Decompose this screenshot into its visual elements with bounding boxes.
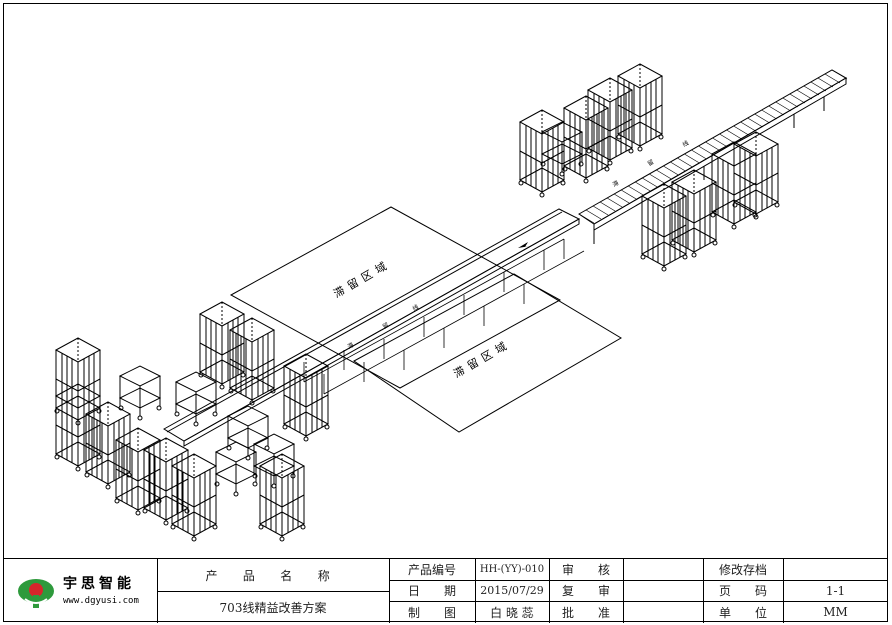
stagnation-zone-lower-label: 滞留区域 [451, 337, 513, 380]
conveyor-roller [796, 89, 813, 100]
page-label: 页 码 [718, 584, 767, 598]
title-block: 宇思智能 www.dgyusi.com 产 品 名 称 703线精益改善方案 产… [3, 558, 888, 623]
conveyor-roller [656, 169, 672, 180]
conveyor-roller [740, 121, 756, 132]
conveyor-roller [606, 197, 623, 208]
flow-arrow [518, 242, 530, 248]
conveyor-roller [599, 201, 616, 212]
conveyor-roller [810, 81, 827, 92]
conveyor-roller [663, 165, 679, 176]
approve-label: 批 准 [561, 605, 610, 620]
conveyor-roller [719, 133, 735, 144]
conveyor-roller [628, 185, 644, 196]
conveyor-roller [726, 129, 742, 140]
stagnation-zone-lower [353, 273, 622, 433]
conveyor-roller [768, 105, 784, 116]
line-label-6: 线 [681, 139, 690, 149]
conveyor-roller [817, 77, 834, 88]
product-name-value: 703线精益改善方案 [219, 600, 327, 615]
line-label-4: 滞 [611, 179, 620, 189]
product-code-label: 产品编号 [407, 563, 456, 577]
conveyor-roller [705, 141, 721, 152]
line-label-5: 留 [646, 158, 655, 168]
conveyor-roller [635, 181, 651, 192]
product-name-label: 产 品 名 称 [205, 568, 341, 583]
conveyor-roller [613, 193, 630, 204]
conveyor-roller [677, 157, 693, 168]
line-label-1: 滞 [346, 341, 355, 351]
conveyor-roller [578, 213, 595, 224]
conveyor-roller [803, 85, 820, 96]
rack-cluster-middle [174, 301, 330, 461]
rack-cluster-upper-right [518, 63, 664, 198]
line-label-2: 留 [381, 321, 390, 331]
roller-conveyor [578, 69, 848, 244]
conveyor-roller [831, 69, 848, 80]
conveyor-roller [733, 125, 749, 136]
conveyor-roller [824, 73, 841, 84]
company-name: 宇思智能 [63, 576, 135, 592]
company-website: www.dgyusi.com [63, 596, 139, 606]
conveyor-roller [585, 209, 602, 220]
conveyor-roller [754, 113, 770, 124]
date-value: 2015/07/29 [480, 584, 544, 597]
stagnation-zone-upper-label: 滞留区域 [331, 257, 393, 300]
conveyor-roller [747, 117, 763, 128]
conveyor-roller [712, 137, 728, 148]
layout-drawing: 滞留区域 滞留区域 滞 留 线 滞 留 线 [54, 63, 848, 542]
conveyor-roller [698, 145, 714, 156]
unit-label: 单 位 [718, 605, 767, 620]
conveyor-roller [761, 109, 777, 120]
product-code-value: HH-(YY)-010 [479, 564, 545, 575]
recheck-label: 复 审 [561, 584, 610, 598]
audit-label: 审 核 [561, 563, 610, 577]
conveyor-roller [691, 149, 707, 160]
conveyor-roller [684, 153, 700, 164]
conveyor-roller [782, 97, 798, 108]
stagnation-zone-upper [229, 206, 562, 389]
conveyor-roller [670, 161, 686, 172]
company-logo-icon [18, 579, 54, 608]
drafter-label: 制 图 [407, 605, 456, 620]
line-label-3: 线 [411, 303, 420, 313]
page-value: 1-1 [825, 583, 846, 598]
conveyor-roller [592, 205, 609, 216]
revision-label: 修改存档 [718, 563, 767, 577]
drawing-sheet [3, 3, 888, 622]
drafter-value: 白 晓 蕊 [490, 605, 534, 620]
assembly-line [163, 208, 585, 447]
date-label: 日 期 [407, 584, 456, 598]
conveyor-roller [642, 177, 658, 188]
conveyor-roller [649, 173, 665, 184]
conveyor-roller [775, 101, 791, 112]
conveyor-roller [621, 189, 637, 200]
unit-value: MM [823, 605, 848, 619]
conveyor-roller [789, 93, 805, 104]
